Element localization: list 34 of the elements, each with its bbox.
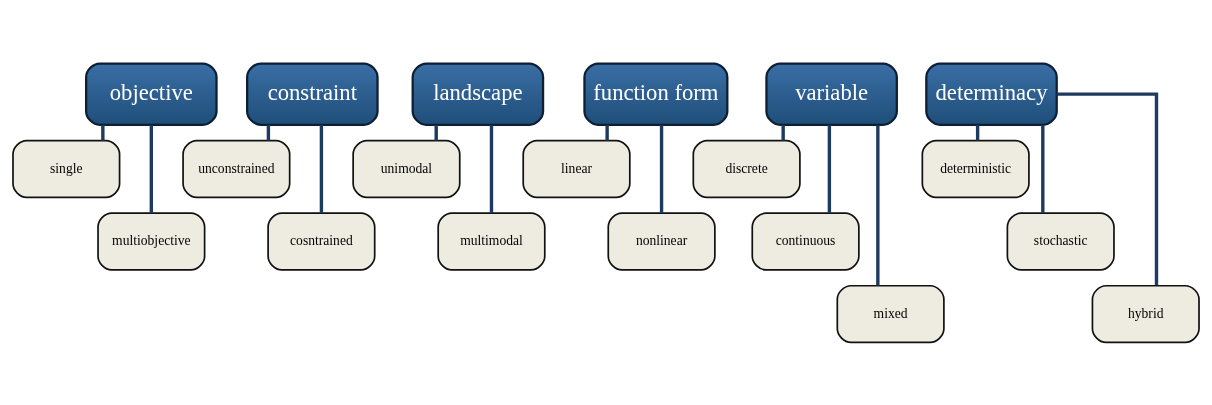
node-box: unimodal bbox=[352, 139, 461, 198]
connector bbox=[876, 124, 880, 286]
node-box: constraint bbox=[246, 61, 379, 126]
node-box: hybrid bbox=[1091, 284, 1200, 343]
node-box: multiobjective bbox=[97, 211, 206, 271]
connector bbox=[605, 124, 609, 141]
connector bbox=[975, 124, 980, 141]
connector bbox=[434, 124, 438, 141]
node-box: unconstrained bbox=[182, 139, 291, 198]
connector bbox=[1056, 91, 1159, 285]
node-box: determinacy bbox=[925, 61, 1058, 126]
connector bbox=[1041, 124, 1045, 213]
node-box: nonlinear bbox=[607, 211, 716, 271]
connector bbox=[781, 124, 785, 141]
connector bbox=[266, 124, 271, 141]
connector bbox=[149, 124, 153, 213]
connector bbox=[101, 124, 105, 141]
node-box: continuous bbox=[751, 211, 860, 271]
node-box: linear bbox=[522, 139, 631, 198]
connector bbox=[659, 124, 664, 213]
node-box: landscape bbox=[411, 61, 545, 126]
node-box: single bbox=[12, 139, 121, 198]
node-box: multimodal bbox=[437, 211, 546, 271]
connector bbox=[827, 124, 832, 213]
node-box: function form bbox=[583, 61, 729, 126]
connector bbox=[489, 124, 494, 213]
node-box: cosntrained bbox=[267, 211, 376, 271]
connector bbox=[319, 124, 324, 213]
node-box: mixed bbox=[836, 284, 945, 343]
node-box: objective bbox=[85, 61, 218, 126]
node-box: discrete bbox=[692, 139, 801, 198]
node-box: stochastic bbox=[1006, 211, 1115, 271]
node-box: variable bbox=[765, 61, 898, 126]
node-box: deterministic bbox=[921, 139, 1030, 198]
